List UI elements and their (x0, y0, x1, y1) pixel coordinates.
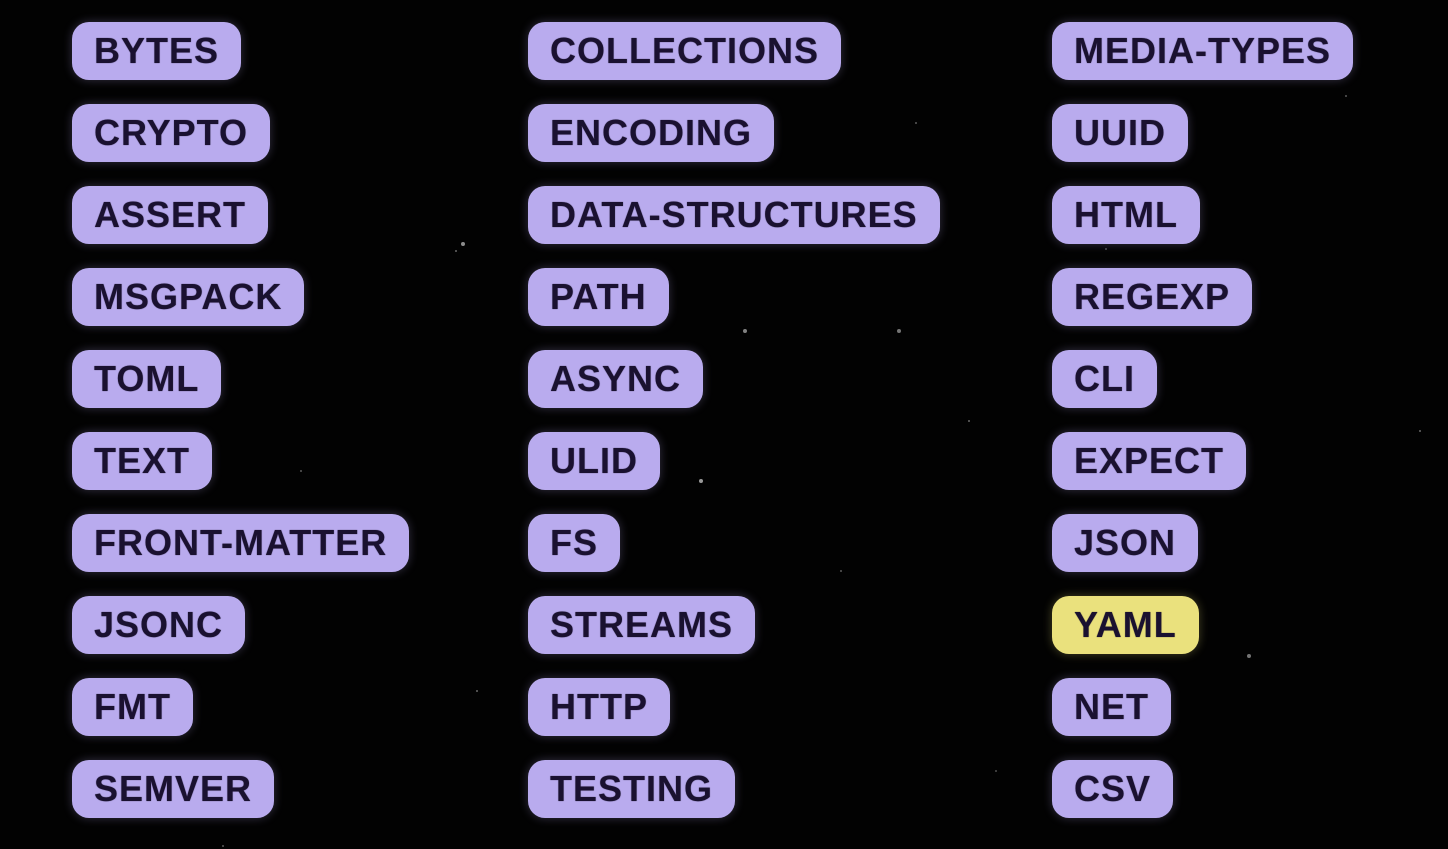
tag-pill-expect[interactable]: EXPECT (1052, 432, 1247, 490)
film-grain-specks (0, 0, 2, 2)
tag-pill-ulid[interactable]: ULID (528, 432, 660, 490)
tag-pill-cli[interactable]: CLI (1052, 350, 1157, 408)
tag-pill-net[interactable]: NET (1052, 678, 1171, 736)
tag-pill-html[interactable]: HTML (1052, 186, 1200, 244)
tag-pill-uuid[interactable]: UUID (1052, 104, 1188, 162)
tag-pill-crypto[interactable]: CRYPTO (72, 104, 271, 162)
tag-pill-http[interactable]: HTTP (528, 678, 670, 736)
tag-pill-regexp[interactable]: REGEXP (1052, 268, 1253, 326)
tag-pill-yaml[interactable]: YAML (1052, 596, 1199, 654)
tag-pill-data-structures[interactable]: DATA-STRUCTURES (528, 186, 940, 244)
tag-column-3: MEDIA-TYPES UUID HTML REGEXP CLI EXPECT JSON YA… (1052, 22, 1448, 818)
tag-pill-async[interactable]: ASYNC (528, 350, 704, 408)
tag-pill-jsonc[interactable]: JSONC (72, 596, 246, 654)
tag-pill-streams[interactable]: STREAMS (528, 596, 756, 654)
tag-pill-semver[interactable]: SEMVER (72, 760, 275, 818)
tag-pill-path[interactable]: PATH (528, 268, 669, 326)
tag-pill-fs[interactable]: FS (528, 514, 621, 572)
tag-pill-media-types[interactable]: MEDIA-TYPES (1052, 22, 1354, 80)
tag-pill-toml[interactable]: TOML (72, 350, 222, 408)
tag-pill-fmt[interactable]: FMT (72, 678, 193, 736)
tag-pill-json[interactable]: JSON (1052, 514, 1199, 572)
tag-pill-front-matter[interactable]: FRONT-MATTER (72, 514, 410, 572)
tag-pill-bytes[interactable]: BYTES (72, 22, 242, 80)
tag-pill-assert[interactable]: ASSERT (72, 186, 269, 244)
tag-grid: BYTES CRYPTO ASSERT MSGPACK TOML TEXT FRONT-MA… (72, 22, 1448, 818)
tag-pill-encoding[interactable]: ENCODING (528, 104, 775, 162)
tag-pill-text[interactable]: TEXT (72, 432, 213, 490)
tag-pill-testing[interactable]: TESTING (528, 760, 736, 818)
tag-column-2: COLLECTIONS ENCODING DATA-STRUCTURES PATH AS… (528, 22, 1052, 818)
tag-pill-msgpack[interactable]: MSGPACK (72, 268, 305, 326)
tag-column-1: BYTES CRYPTO ASSERT MSGPACK TOML TEXT FRONT-MA… (72, 22, 528, 818)
tag-pill-collections[interactable]: COLLECTIONS (528, 22, 841, 80)
tag-pill-csv[interactable]: CSV (1052, 760, 1174, 818)
